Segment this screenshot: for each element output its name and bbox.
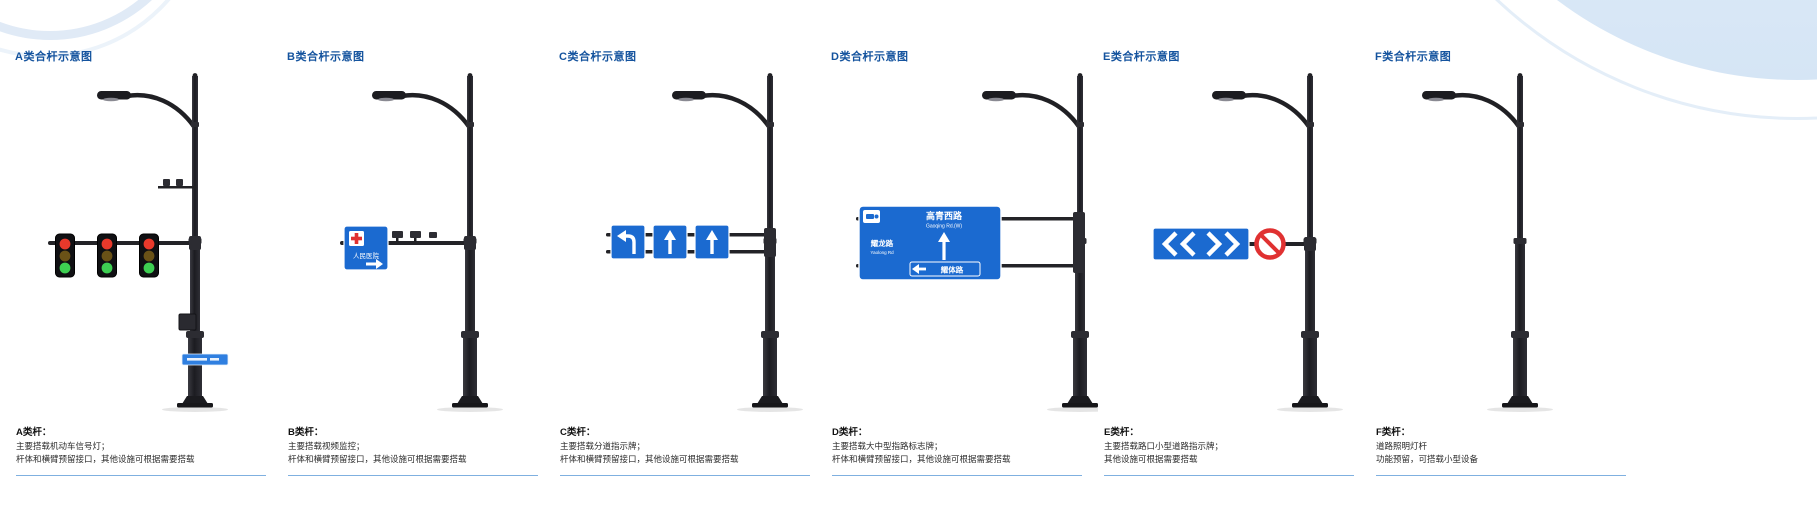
illustration-type-e bbox=[1152, 66, 1370, 412]
road-name-left: 耀龙路 bbox=[871, 238, 894, 248]
controller-box bbox=[178, 313, 197, 331]
guide-sign: 高青西路 Gaoqing Rd.(W) 耀龙路 Yaolong Rd 耀体路 bbox=[858, 205, 1002, 281]
desc-line-1: 主要搭载机动车信号灯； bbox=[16, 441, 110, 451]
desc-line-2: 其他设施可根据需要搭载 bbox=[1104, 454, 1198, 465]
chevron-left-icon bbox=[1179, 231, 1196, 257]
column-d-title: D类合杆示意图 bbox=[831, 51, 909, 63]
traffic-signal-heads bbox=[55, 233, 159, 278]
pole-type-label: E类杆： bbox=[1104, 427, 1139, 438]
pole-type-label: A类杆： bbox=[16, 427, 52, 438]
pole-type-label: B类杆： bbox=[288, 427, 324, 438]
small-device-bracket bbox=[158, 179, 196, 189]
underline-rule bbox=[1104, 475, 1354, 477]
column-a-title: A类合杆示意图 bbox=[15, 51, 93, 63]
left-arrow-icon bbox=[912, 264, 919, 274]
desc-line-1: 主要搭载分道指示牌； bbox=[560, 441, 646, 451]
lane-sign-straight-1 bbox=[652, 224, 688, 260]
chevron-left-icon bbox=[1161, 231, 1178, 257]
up-arrow-icon bbox=[664, 230, 676, 240]
up-arrow-icon bbox=[938, 232, 950, 242]
pole bbox=[1422, 73, 1553, 412]
desc-line-2: 杆体和横臂预留接口，其他设施可根据需要搭载 bbox=[288, 454, 467, 465]
hospital-sign-text: 人民医院 bbox=[353, 251, 380, 260]
underline-rule bbox=[832, 475, 1082, 477]
column-c-title: C类合杆示意图 bbox=[559, 51, 637, 63]
left-turn-arrow-icon bbox=[617, 230, 626, 242]
lane-sign-left-turn bbox=[610, 224, 646, 260]
column-a-description: A类杆： 主要搭载机动车信号灯； 杆体和横臂预留接口，其他设施可根据需要搭载 bbox=[10, 412, 282, 477]
pole bbox=[672, 73, 803, 412]
double-sign-arm bbox=[606, 228, 776, 257]
surveillance-cameras bbox=[392, 231, 437, 242]
road-name-left-en: Yaolong Rd bbox=[870, 250, 894, 255]
column-type-c: C类合杆示意图 bbox=[554, 0, 826, 522]
column-e-title: E类合杆示意图 bbox=[1103, 51, 1180, 63]
road-name-bottom: 耀体路 bbox=[941, 265, 964, 275]
column-f-title: F类合杆示意图 bbox=[1375, 51, 1452, 63]
pole-type-label: C类杆： bbox=[560, 427, 596, 438]
column-type-e: E类合杆示意图 E bbox=[1098, 0, 1370, 522]
illustration-type-d: 高青西路 Gaoqing Rd.(W) 耀龙路 Yaolong Rd 耀体路 bbox=[856, 66, 1098, 412]
column-type-a: A类合杆示意图 bbox=[10, 0, 282, 522]
chevron-right-icon bbox=[1206, 231, 1223, 257]
desc-line-2: 杆体和横臂预留接口，其他设施可根据需要搭载 bbox=[560, 454, 739, 465]
column-type-b: B类合杆示意图 bbox=[282, 0, 554, 522]
chevron-alignment-sign bbox=[1152, 227, 1250, 261]
desc-line-1: 道路照明灯杆 bbox=[1376, 441, 1428, 451]
road-name-top: 高青西路 bbox=[926, 210, 963, 221]
column-f-description: F类杆： 道路照明灯杆 功能预留，可搭载小型设备 bbox=[1370, 412, 1642, 477]
illustration-type-c bbox=[606, 66, 826, 412]
desc-line-2: 杆体和横臂预留接口，其他设施可根据需要搭载 bbox=[16, 454, 195, 465]
underline-rule bbox=[1376, 475, 1626, 477]
chevron-right-icon bbox=[1224, 231, 1241, 257]
underline-rule bbox=[16, 475, 266, 477]
road-name-top-en: Gaoqing Rd.(W) bbox=[926, 224, 962, 230]
prohibition-sign bbox=[1254, 228, 1286, 260]
camera-badge bbox=[863, 210, 880, 223]
underline-rule bbox=[560, 475, 810, 477]
desc-line-1: 主要搭载大中型指路标志牌； bbox=[832, 441, 943, 451]
desc-line-1: 主要搭载视频监控； bbox=[288, 441, 365, 451]
desc-line-1: 主要搭载路口小型道路指示牌； bbox=[1104, 441, 1224, 451]
lane-sign-straight-2 bbox=[694, 224, 730, 260]
hospital-sign: 人民医院 bbox=[343, 225, 389, 271]
underline-rule bbox=[288, 475, 538, 477]
pole-type-label: D类杆： bbox=[832, 427, 868, 438]
illustration-type-b: 人民医院 bbox=[340, 66, 554, 412]
pole-type-label: F类杆： bbox=[1376, 427, 1411, 438]
columns-row: A类合杆示意图 bbox=[10, 0, 1660, 522]
column-type-f: F类合杆示意图 F类杆： 道路照明灯杆 功能预留，可搭载小型设备 bbox=[1370, 0, 1642, 522]
street-name-sign bbox=[181, 353, 229, 366]
illustration-type-f bbox=[1370, 66, 1642, 412]
column-type-d: D类合杆示意图 高青西路 Gaoqing Rd.(W) bbox=[826, 0, 1098, 522]
column-b-title: B类合杆示意图 bbox=[287, 51, 365, 63]
desc-line-2: 杆体和横臂预留接口，其他设施可根据需要搭载 bbox=[832, 454, 1011, 465]
desc-line-2: 功能预留，可搭载小型设备 bbox=[1376, 454, 1479, 465]
up-arrow-icon bbox=[706, 230, 718, 240]
column-c-description: C类杆： 主要搭载分道指示牌； 杆体和横臂预留接口，其他设施可根据需要搭载 bbox=[554, 412, 826, 477]
column-d-description: D类杆： 主要搭载大中型指路标志牌； 杆体和横臂预留接口，其他设施可根据需要搭载 bbox=[826, 412, 1098, 477]
column-b-description: B类杆： 主要搭载视频监控； 杆体和横臂预留接口，其他设施可根据需要搭载 bbox=[282, 412, 554, 477]
right-arrow-icon bbox=[376, 259, 383, 269]
column-e-description: E类杆： 主要搭载路口小型道路指示牌； 其他设施可根据需要搭载 bbox=[1098, 412, 1370, 477]
illustration-type-a bbox=[48, 66, 282, 412]
